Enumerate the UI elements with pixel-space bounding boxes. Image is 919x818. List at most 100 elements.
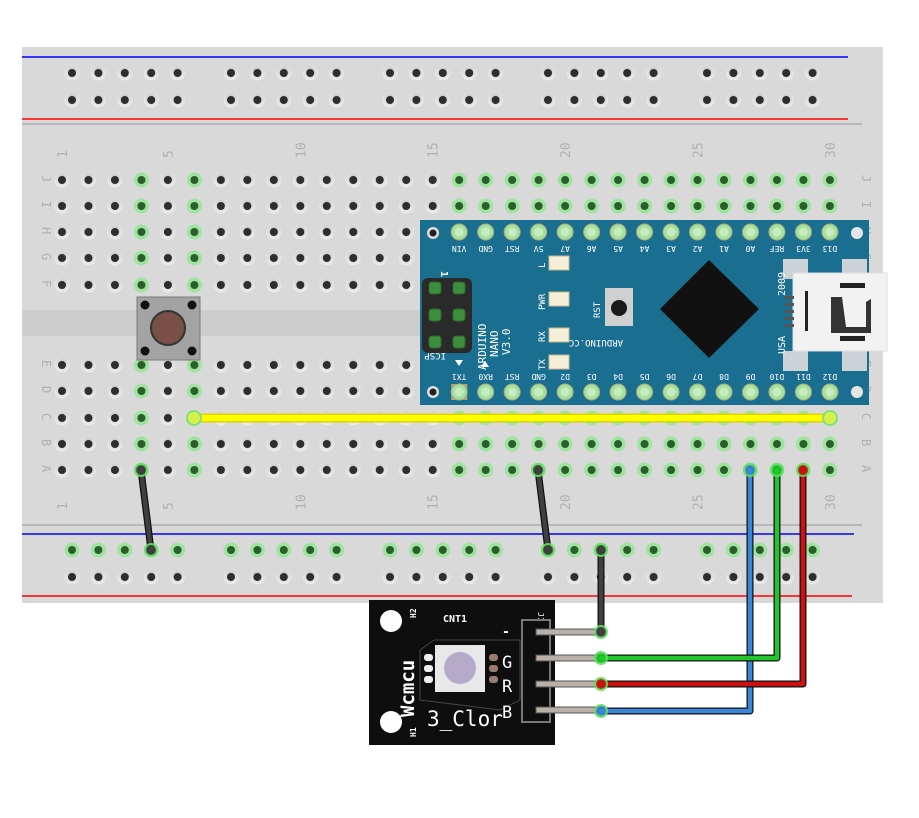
breadboard-hole[interactable] — [133, 383, 149, 399]
breadboard-hole[interactable] — [160, 198, 176, 214]
breadboard-hole[interactable] — [610, 436, 626, 452]
breadboard-hole[interactable] — [239, 357, 255, 373]
breadboard-hole[interactable] — [54, 224, 70, 240]
rail-hole[interactable] — [725, 569, 741, 585]
breadboard-hole[interactable] — [372, 224, 388, 240]
breadboard-hole[interactable] — [213, 198, 229, 214]
breadboard-hole[interactable] — [504, 172, 520, 188]
breadboard-hole[interactable] — [319, 198, 335, 214]
breadboard-hole[interactable] — [822, 462, 838, 478]
breadboard-hole[interactable] — [160, 224, 176, 240]
rail-hole[interactable] — [646, 569, 662, 585]
rail-hole[interactable] — [725, 92, 741, 108]
breadboard-hole[interactable] — [266, 250, 282, 266]
rail-hole[interactable] — [408, 542, 424, 558]
breadboard-hole[interactable] — [742, 172, 758, 188]
breadboard-hole[interactable] — [345, 172, 361, 188]
breadboard-hole[interactable] — [345, 198, 361, 214]
breadboard-hole[interactable] — [531, 436, 547, 452]
rail-hole[interactable] — [593, 92, 609, 108]
breadboard-hole[interactable] — [610, 172, 626, 188]
rail-hole[interactable] — [170, 92, 186, 108]
breadboard-hole[interactable] — [160, 462, 176, 478]
breadboard-hole[interactable] — [557, 462, 573, 478]
breadboard-hole[interactable] — [398, 224, 414, 240]
breadboard-hole[interactable] — [186, 462, 202, 478]
rail-hole[interactable] — [90, 92, 106, 108]
rail-hole[interactable] — [699, 92, 715, 108]
breadboard-hole[interactable] — [80, 198, 96, 214]
breadboard-hole[interactable] — [345, 462, 361, 478]
breadboard-hole[interactable] — [160, 250, 176, 266]
rail-hole[interactable] — [382, 92, 398, 108]
rail-hole[interactable] — [619, 542, 635, 558]
breadboard-hole[interactable] — [266, 436, 282, 452]
rail-hole[interactable] — [805, 542, 821, 558]
reset-button-cap[interactable] — [611, 300, 627, 316]
breadboard-hole[interactable] — [504, 462, 520, 478]
breadboard-hole[interactable] — [345, 383, 361, 399]
breadboard-hole[interactable] — [557, 172, 573, 188]
breadboard-hole[interactable] — [398, 277, 414, 293]
breadboard-hole[interactable] — [213, 250, 229, 266]
breadboard-hole[interactable] — [160, 172, 176, 188]
breadboard-hole[interactable] — [54, 383, 70, 399]
rail-hole[interactable] — [646, 65, 662, 81]
breadboard-hole[interactable] — [239, 250, 255, 266]
rail-hole[interactable] — [276, 569, 292, 585]
rail-hole[interactable] — [540, 92, 556, 108]
gnd-button-wire[interactable] — [134, 463, 158, 557]
rail-hole[interactable] — [90, 542, 106, 558]
breadboard-hole[interactable] — [133, 172, 149, 188]
breadboard-hole[interactable] — [425, 436, 441, 452]
rail-hole[interactable] — [725, 65, 741, 81]
breadboard-hole[interactable] — [425, 172, 441, 188]
breadboard-hole[interactable] — [160, 383, 176, 399]
breadboard-hole[interactable] — [557, 198, 573, 214]
rail-hole[interactable] — [646, 92, 662, 108]
breadboard-hole[interactable] — [133, 224, 149, 240]
breadboard-hole[interactable] — [266, 357, 282, 373]
rail-hole[interactable] — [461, 569, 477, 585]
breadboard-hole[interactable] — [451, 462, 467, 478]
breadboard-hole[interactable] — [769, 436, 785, 452]
breadboard-hole[interactable] — [319, 277, 335, 293]
rail-hole[interactable] — [435, 569, 451, 585]
breadboard-hole[interactable] — [372, 436, 388, 452]
rail-hole[interactable] — [143, 65, 159, 81]
rail-hole[interactable] — [249, 569, 265, 585]
rail-hole[interactable] — [752, 569, 768, 585]
breadboard-hole[interactable] — [186, 198, 202, 214]
breadboard-hole[interactable] — [292, 436, 308, 452]
breadboard-hole[interactable] — [372, 250, 388, 266]
breadboard-hole[interactable] — [186, 250, 202, 266]
rail-hole[interactable] — [329, 92, 345, 108]
rail-hole[interactable] — [461, 542, 477, 558]
rail-hole[interactable] — [805, 65, 821, 81]
breadboard-hole[interactable] — [690, 462, 706, 478]
breadboard-hole[interactable] — [531, 172, 547, 188]
breadboard-hole[interactable] — [186, 436, 202, 452]
red-wire[interactable] — [594, 463, 810, 691]
breadboard-hole[interactable] — [372, 357, 388, 373]
rail-hole[interactable] — [435, 542, 451, 558]
gnd-module-wire[interactable] — [594, 543, 608, 639]
rail-hole[interactable] — [90, 569, 106, 585]
rail-hole[interactable] — [461, 92, 477, 108]
breadboard-hole[interactable] — [80, 172, 96, 188]
breadboard-hole[interactable] — [292, 250, 308, 266]
breadboard-hole[interactable] — [80, 436, 96, 452]
rail-hole[interactable] — [408, 92, 424, 108]
breadboard-hole[interactable] — [107, 410, 123, 426]
breadboard-hole[interactable] — [239, 277, 255, 293]
rail-hole[interactable] — [382, 65, 398, 81]
usb-connector[interactable] — [784, 272, 888, 352]
breadboard-hole[interactable] — [133, 357, 149, 373]
rail-hole[interactable] — [540, 569, 556, 585]
rail-hole[interactable] — [778, 92, 794, 108]
rail-hole[interactable] — [276, 92, 292, 108]
rgb-led-module[interactable]: H2 H1 CNT1 Wcmcu 3_Clor - G R B J1 — [369, 600, 605, 745]
rail-hole[interactable] — [170, 569, 186, 585]
breadboard-hole[interactable] — [266, 462, 282, 478]
breadboard-hole[interactable] — [822, 172, 838, 188]
